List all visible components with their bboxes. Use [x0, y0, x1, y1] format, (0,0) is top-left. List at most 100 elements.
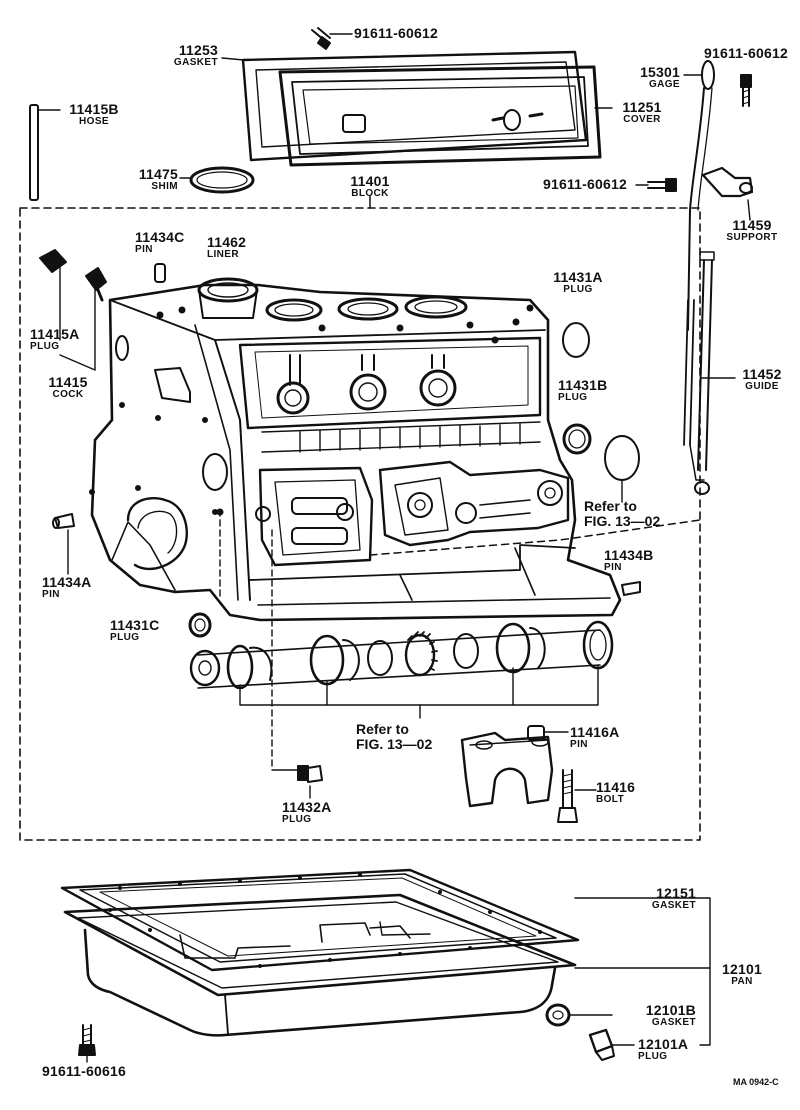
- part-number: 11431A: [553, 269, 603, 285]
- reference-line-1: Refer to: [356, 721, 409, 737]
- label-12101a-plug: 12101A PLUG: [638, 1037, 688, 1062]
- part-name: PIN: [570, 739, 588, 750]
- part-number: 11416: [596, 779, 636, 795]
- hose-11415b: [29, 104, 39, 201]
- label-12101b-gasket: 12101B GASKET: [614, 1003, 696, 1028]
- part-number: 11251: [622, 99, 662, 115]
- reference-fig-13-02-right: Refer to FIG. 13—02: [584, 499, 660, 528]
- label-11415-cock: 11415 COCK: [40, 375, 96, 400]
- reference-fig-13-02-center: Refer to FIG. 13—02: [356, 722, 432, 751]
- part-name: PLUG: [30, 341, 60, 352]
- part-name: PIN: [135, 244, 153, 255]
- part-name: HOSE: [79, 116, 109, 127]
- plug-11431c: [188, 612, 212, 638]
- part-name: GASKET: [651, 900, 696, 911]
- drain-cock-11415: [39, 249, 107, 302]
- part-number: 11431B: [558, 377, 608, 393]
- shim-11475: [189, 166, 255, 194]
- bolt-11416: [557, 769, 578, 823]
- label-12101-pan: 12101 PAN: [714, 962, 770, 987]
- part-name: GASKET: [173, 57, 218, 68]
- part-name: PIN: [42, 589, 60, 600]
- part-number: 11416A: [570, 724, 620, 740]
- part-name: PLUG: [282, 814, 312, 825]
- plug-large: [604, 435, 640, 481]
- part-number: 91611-60612: [354, 25, 438, 41]
- part-name: PLUG: [110, 632, 140, 643]
- label-11434b-pin: 11434B PIN: [604, 548, 653, 573]
- part-name: SUPPORT: [726, 232, 778, 243]
- part-name: PLUG: [563, 284, 593, 295]
- camshaft-gear: [404, 631, 438, 677]
- part-number: 11434C: [135, 229, 185, 245]
- bolt-91611-60612-top: [311, 27, 331, 50]
- dipstick-gage-15301: [687, 60, 715, 331]
- label-11415b-hose: 11415B HOSE: [60, 102, 128, 127]
- part-number: 11434B: [604, 547, 654, 563]
- label-11434c-pin: 11434C PIN: [135, 230, 184, 255]
- label-11416a-pin: 11416A PIN: [570, 725, 619, 750]
- label-11431c-plug: 11431C PLUG: [110, 618, 159, 643]
- part-number: 11462: [207, 234, 247, 250]
- plug-11431b: [562, 423, 592, 455]
- part-number: 91611-60612: [543, 176, 627, 192]
- drawing-code: MA 0942-C: [733, 1077, 779, 1087]
- part-number: 12151: [656, 885, 696, 901]
- part-number: 11452: [742, 366, 782, 382]
- drain-plug-12101a: [588, 1028, 615, 1061]
- part-number: 11459: [732, 217, 772, 233]
- reference-line-2: FIG. 13—02: [356, 735, 433, 752]
- part-number: 91611-60612: [704, 45, 788, 61]
- part-name: COVER: [623, 114, 661, 125]
- part-name: PIN: [604, 562, 622, 573]
- label-11253-gasket: 11253 GASKET: [150, 43, 218, 68]
- part-number: 11415A: [30, 326, 80, 342]
- label-11462-liner: 11462 LINER: [207, 235, 246, 260]
- valve-cover-gasket: [241, 50, 588, 162]
- label-91611-60612-mid: 91611-60612: [543, 177, 627, 191]
- pin-11434b: [621, 581, 641, 596]
- part-name: BOLT: [596, 794, 625, 805]
- label-15301-gage: 15301 GAGE: [612, 65, 680, 90]
- label-91611-60612-top: 91611-60612: [354, 26, 438, 40]
- part-number: 12101: [722, 961, 762, 977]
- part-name: LINER: [207, 249, 239, 260]
- part-number: 11415: [48, 374, 88, 390]
- part-name: GASKET: [651, 1017, 696, 1028]
- support-11459: [701, 166, 754, 198]
- oil-pan-12101: [63, 893, 577, 1037]
- dipstick-guide-11452: [683, 251, 715, 495]
- label-11459-support: 11459 SUPPORT: [718, 218, 786, 243]
- part-name: BLOCK: [351, 188, 389, 199]
- label-11434a-pin: 11434A PIN: [42, 575, 91, 600]
- part-number: 11432A: [282, 799, 332, 815]
- part-name: SHIM: [151, 181, 178, 192]
- label-11475-shim: 11475 SHIM: [120, 167, 178, 192]
- pin-11434c: [154, 263, 166, 283]
- part-number: 11415B: [69, 101, 119, 117]
- part-number: 12101B: [645, 1002, 696, 1018]
- part-number: 11431C: [110, 617, 160, 633]
- label-11415a-plug: 11415A PLUG: [30, 327, 79, 352]
- part-name: GAGE: [648, 79, 680, 90]
- label-91611-60616: 91611-60616: [42, 1064, 126, 1078]
- reference-line-2: FIG. 13—02: [584, 512, 661, 529]
- label-11416-bolt: 11416 BOLT: [596, 780, 635, 805]
- part-number: 11253: [178, 42, 218, 58]
- label-11452-guide: 11452 GUIDE: [730, 367, 794, 392]
- label-11401-block: 11401 BLOCK: [338, 174, 402, 199]
- label-11251-cover: 11251 COVER: [612, 100, 672, 125]
- reference-line-1: Refer to: [584, 498, 637, 514]
- part-name: PLUG: [638, 1051, 668, 1062]
- camshaft: [189, 620, 614, 690]
- part-name: GUIDE: [745, 381, 779, 392]
- oil-pan-gasket-12151: [60, 868, 580, 972]
- label-11431b-plug: 11431B PLUG: [558, 378, 607, 403]
- valve-cover: [278, 65, 602, 167]
- part-number: 11475: [138, 166, 178, 182]
- plug-11431a: [562, 322, 590, 358]
- label-11431a-plug: 11431A PLUG: [546, 270, 610, 295]
- pin-11434a: [52, 513, 75, 529]
- label-11432a-plug: 11432A PLUG: [282, 800, 331, 825]
